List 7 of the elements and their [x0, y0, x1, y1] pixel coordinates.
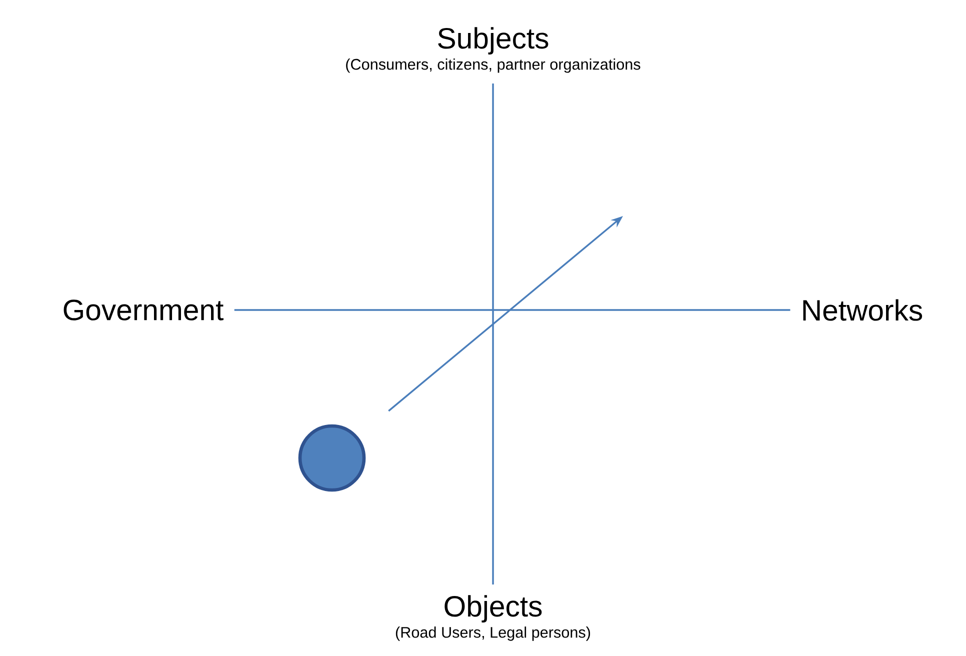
axis-label: Government: [64, 300, 224, 320]
axis-line: [492, 83, 494, 585]
circle: [298, 424, 366, 492]
axis-label: Networks: [803, 299, 922, 321]
axis-line: [234, 309, 790, 311]
axis-label: Subjects (Consumers, citizens, partner organizations: [346, 27, 640, 73]
axis-label: Objects (Road Users, Legal persons): [396, 595, 590, 641]
